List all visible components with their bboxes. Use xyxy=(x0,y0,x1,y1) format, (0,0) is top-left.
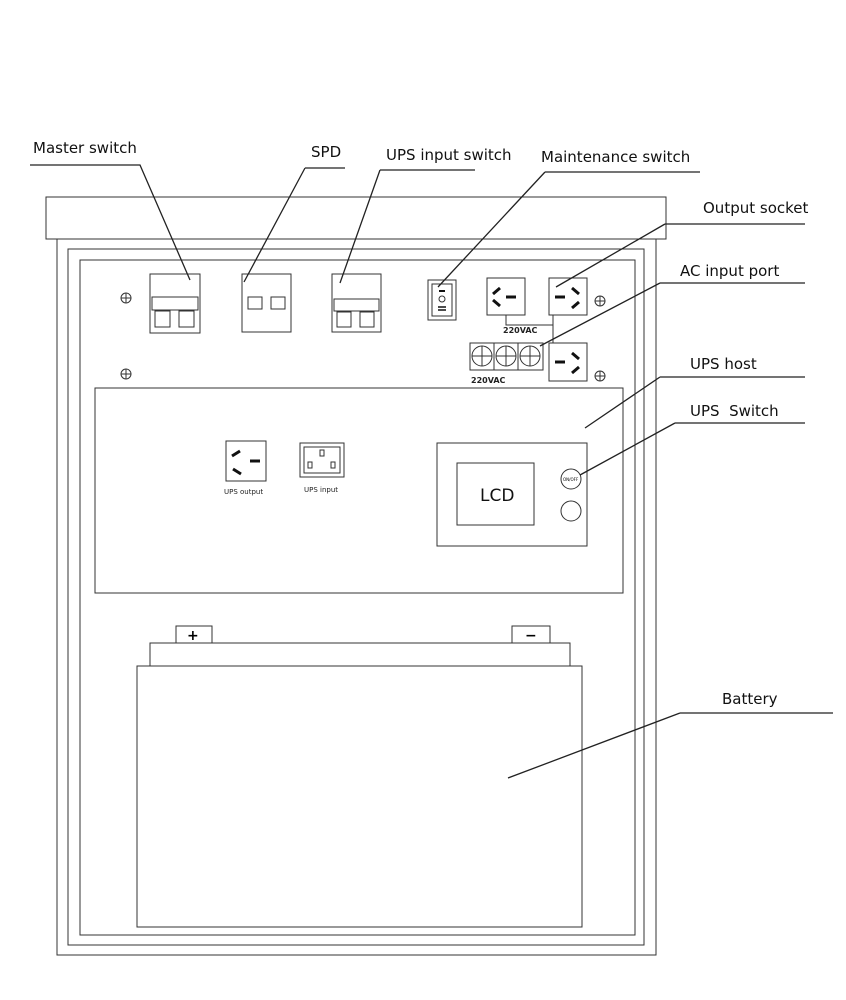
output-socket-icon xyxy=(548,342,588,382)
ups-control-panel xyxy=(436,442,588,547)
label-battery: Battery xyxy=(722,690,778,708)
ups-input-switch xyxy=(331,273,382,333)
socket-link-line xyxy=(505,315,554,343)
output-socket-icon xyxy=(548,277,588,316)
label-maintenance-switch: Maintenance switch xyxy=(541,148,690,166)
lcd-label: LCD xyxy=(480,486,514,506)
maintenance-switch xyxy=(427,279,457,321)
ac-input-terminal-block xyxy=(469,342,544,371)
leader-lines xyxy=(30,164,833,779)
label-ups-input-switch: UPS input switch xyxy=(386,146,512,164)
output-socket-icon xyxy=(486,277,526,316)
battery xyxy=(136,625,583,928)
terminal-voltage-label: 220VAC xyxy=(471,376,506,385)
ups-input-socket-icon xyxy=(299,442,345,478)
master-switch xyxy=(149,273,201,334)
mounting-panel xyxy=(79,259,636,936)
cabinet-inner-frame xyxy=(67,248,645,946)
ups-output-label: UPS output xyxy=(224,488,263,496)
label-ac-input-port: AC input port xyxy=(680,262,779,280)
cabinet-roof xyxy=(45,196,667,240)
label-output-socket: Output socket xyxy=(703,199,808,217)
ups-host xyxy=(94,387,624,594)
label-spd: SPD xyxy=(311,143,341,161)
spd-module xyxy=(241,273,292,333)
cabinet-body xyxy=(56,238,657,956)
ups-secondary-button xyxy=(560,500,582,522)
ups-input-label: UPS input xyxy=(304,486,338,494)
ups-power-button xyxy=(560,468,582,490)
battery-plus-terminal: + xyxy=(187,628,199,644)
socket-voltage-label: 220VAC xyxy=(503,326,538,335)
lcd-screen xyxy=(456,462,535,526)
label-ups-switch: UPS Switch xyxy=(690,402,779,420)
ground-mark-icon xyxy=(120,292,606,382)
label-ups-host: UPS host xyxy=(690,355,757,373)
on-off-label: ON/OFF xyxy=(563,477,579,482)
ups-output-socket-icon xyxy=(225,440,267,482)
battery-minus-terminal: − xyxy=(525,628,537,644)
label-master-switch: Master switch xyxy=(33,139,137,157)
